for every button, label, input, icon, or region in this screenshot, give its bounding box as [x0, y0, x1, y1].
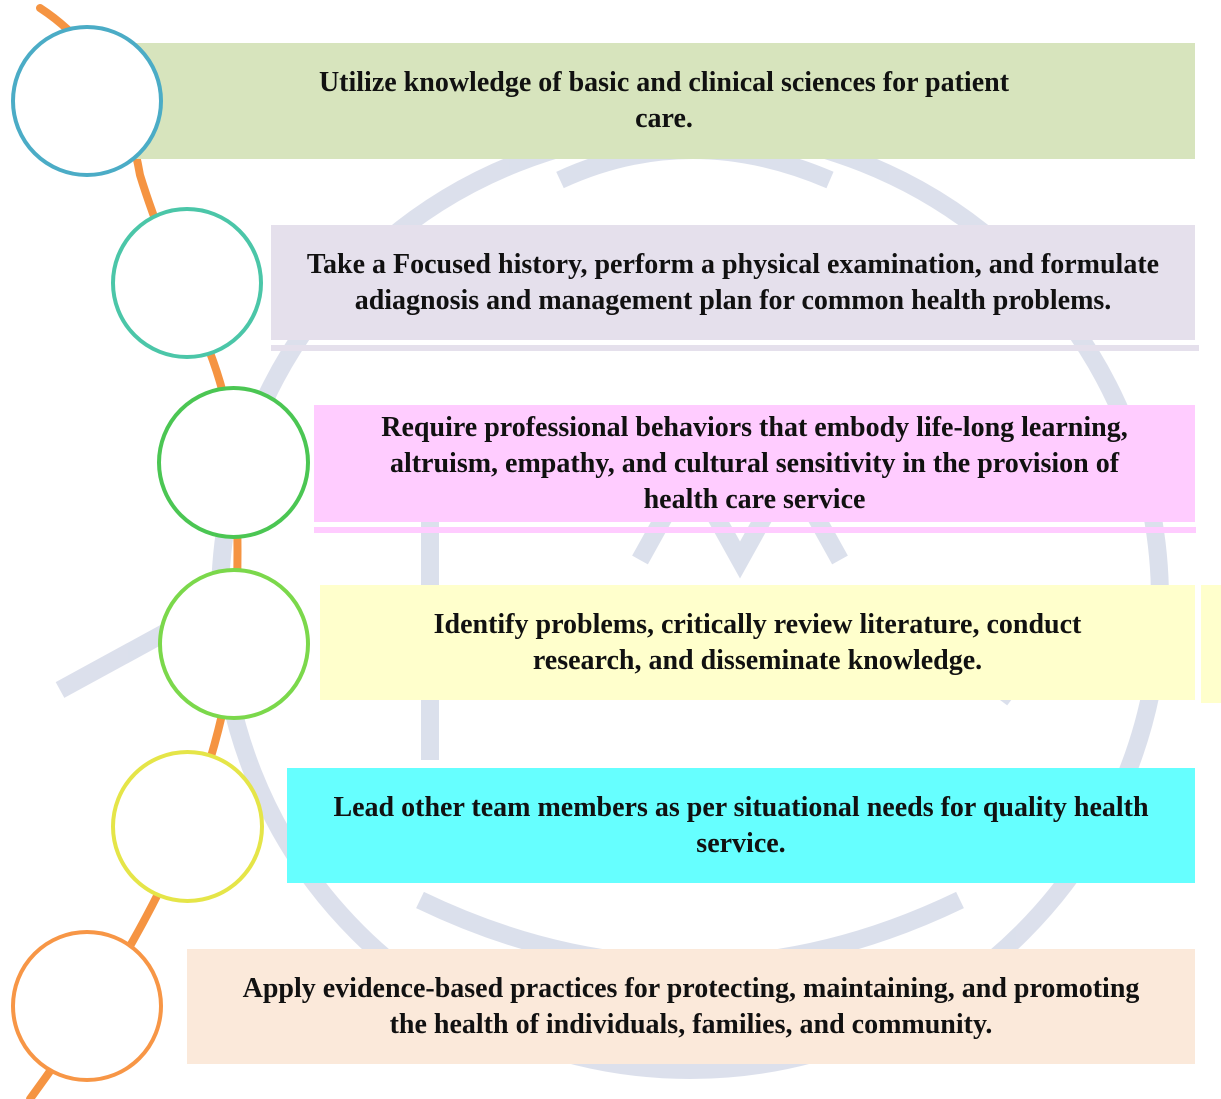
step-text-2: Take a Focused history, perform a physic… [306, 248, 1160, 316]
step-circle-3 [157, 386, 310, 539]
step-text-1: Utilize knowledge of basic and clinical … [318, 67, 1010, 134]
step-box-2: Take a Focused history, perform a physic… [271, 225, 1195, 340]
step-circle-1 [11, 25, 163, 177]
step-4-edge-tick [1201, 585, 1221, 703]
step-box-1: Utilize knowledge of basic and clinical … [133, 43, 1195, 159]
step-text-3: Require professional behaviors that embo… [381, 411, 1128, 515]
step-box-5: Lead other team members as per situation… [287, 768, 1195, 883]
step-text-6: Apply evidence-based practices for prote… [242, 972, 1140, 1040]
step-2-underline [271, 345, 1199, 351]
step-box-4: Identify problems, critically review lit… [320, 585, 1195, 700]
step-text-5: Lead other team members as per situation… [333, 791, 1149, 859]
step-box-3: Require professional behaviors that embo… [314, 405, 1195, 522]
step-circle-6 [11, 930, 163, 1082]
step-circle-2 [111, 207, 263, 359]
step-3-underline [314, 527, 1196, 533]
step-text-4: Identify problems, critically review lit… [433, 608, 1082, 676]
step-box-6: Apply evidence-based practices for prote… [187, 949, 1195, 1064]
step-circle-5 [111, 750, 264, 903]
step-circle-4 [158, 568, 310, 720]
